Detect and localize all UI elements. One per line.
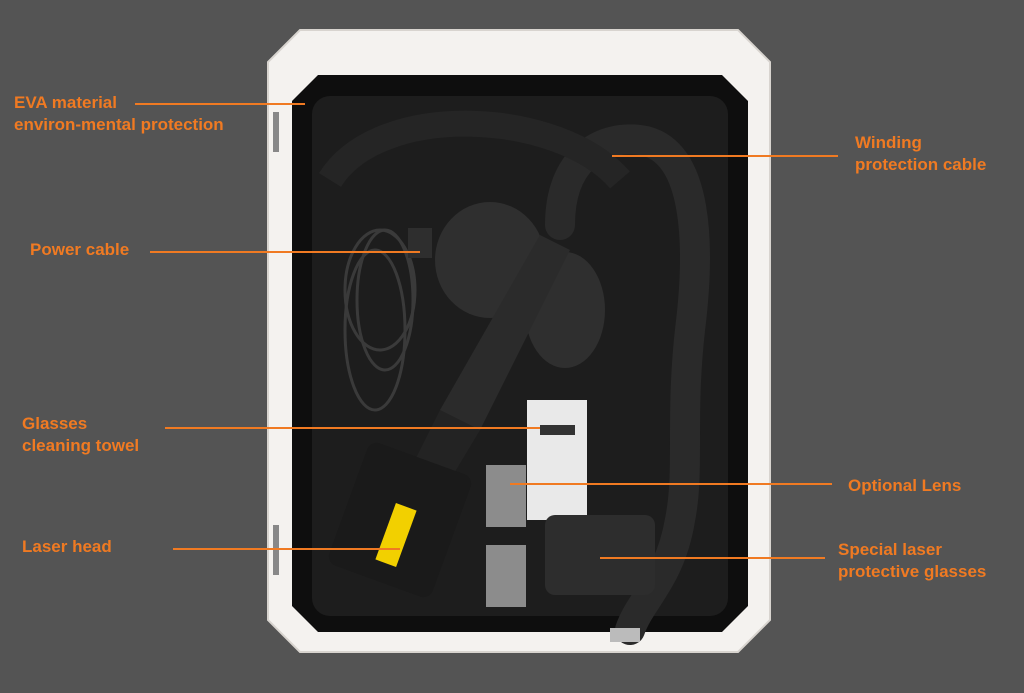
lens-pack	[486, 465, 526, 527]
laser-gun-body	[440, 235, 570, 430]
label-line: environ-mental protection	[14, 115, 224, 134]
glasses-case	[545, 515, 655, 595]
label-line: Glasses	[22, 414, 88, 433]
winding-cable-inner	[318, 110, 630, 189]
label-power-cable: Power cable	[30, 240, 130, 259]
label-protective-glasses: Special laser protective glasses	[838, 539, 986, 583]
label-winding-cable: Winding protection cable	[855, 132, 986, 176]
latch-icon	[273, 112, 279, 152]
label-line: protection cable	[855, 155, 987, 174]
label-line: cleaning towel	[22, 436, 140, 455]
label-optional-lens: Optional Lens	[848, 476, 962, 495]
label-line: Winding	[855, 133, 922, 152]
laser-head-label	[375, 503, 417, 567]
winding-cable	[545, 124, 710, 645]
power-plug	[408, 228, 432, 258]
label-line: protective glasses	[838, 562, 987, 581]
label-cleaning-towel: Glasses cleaning towel	[22, 413, 139, 457]
label-line: EVA material	[14, 93, 117, 112]
label-laser-head: Laser head	[22, 537, 112, 556]
lens-wipe-box	[527, 400, 587, 520]
callout-lines	[135, 103, 838, 559]
label-eva-material: EVA material environ-mental protection	[14, 92, 224, 136]
lens-pack	[486, 545, 526, 607]
label-line: Special laser	[838, 540, 942, 559]
